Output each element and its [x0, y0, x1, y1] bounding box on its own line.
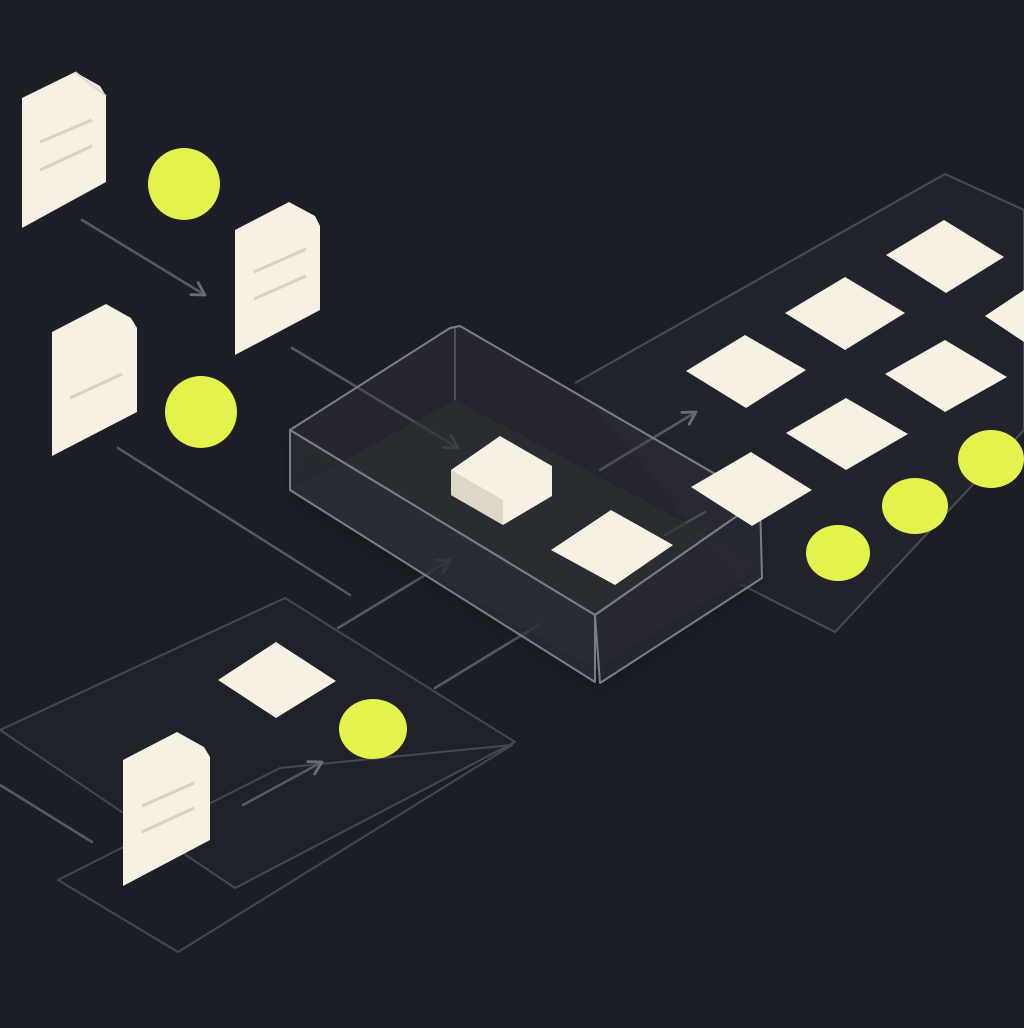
dot-icon	[958, 430, 1024, 488]
doc-text-line	[253, 247, 307, 274]
doc-text-line	[69, 372, 123, 400]
grid-tile-1	[886, 220, 1004, 293]
connector-bottom-doc-to-dot	[241, 760, 324, 807]
document-1	[22, 71, 107, 228]
input-tile	[218, 642, 336, 718]
core-tile	[451, 436, 552, 525]
doc-text-line	[141, 781, 195, 808]
document-2	[235, 202, 320, 355]
grid-tile-7	[691, 452, 812, 526]
connector-doc3-line	[116, 446, 352, 597]
doc-text-line	[253, 274, 307, 301]
dot-icon	[806, 525, 870, 581]
doc-text-line	[39, 118, 93, 144]
grid-tile-6	[786, 398, 908, 470]
container-front-face	[289, 429, 596, 683]
connector-left-edge	[0, 783, 94, 844]
output-dots	[806, 430, 1024, 581]
dot-icon	[339, 699, 407, 759]
document-3	[52, 304, 137, 456]
output-grid	[686, 220, 1024, 526]
dot-icon	[148, 148, 220, 220]
grid-tile-3	[785, 277, 905, 350]
connector-doc1-to-doc2	[80, 218, 207, 297]
container-right-face	[594, 499, 763, 684]
doc-text-line	[39, 144, 93, 172]
document-4	[123, 732, 210, 886]
dot-icon	[882, 478, 948, 534]
output-tile-core	[551, 510, 673, 585]
grid-tile-2	[985, 290, 1024, 342]
grid-tile-5	[686, 335, 806, 408]
grid-tile-4	[885, 340, 1007, 412]
doc-text-line	[141, 806, 195, 834]
dot-icon	[165, 376, 237, 448]
